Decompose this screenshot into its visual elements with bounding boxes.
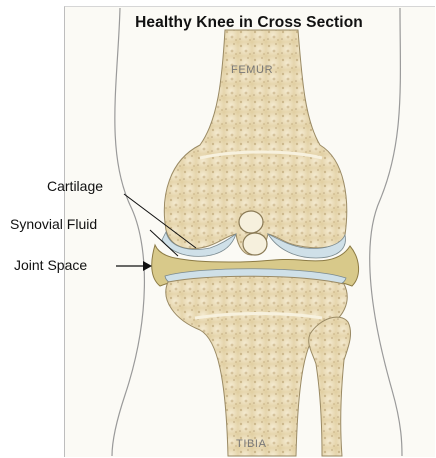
cartilage-label: Cartilage (47, 178, 103, 194)
leg-outline-right (370, 8, 402, 456)
fibula-bone (309, 317, 351, 456)
leg-outline-left (112, 8, 144, 456)
figure-title: Healthy Knee in Cross Section (64, 14, 434, 32)
joint-space-label: Joint Space (14, 257, 87, 273)
joint-space-arrowhead (143, 261, 152, 271)
tibia-label: TIBIA (236, 438, 267, 450)
patella-lower (243, 233, 267, 255)
patella-upper (239, 211, 263, 233)
synovial-fluid-label: Synovial Fluid (10, 216, 97, 232)
femur-label: FEMUR (231, 64, 273, 76)
